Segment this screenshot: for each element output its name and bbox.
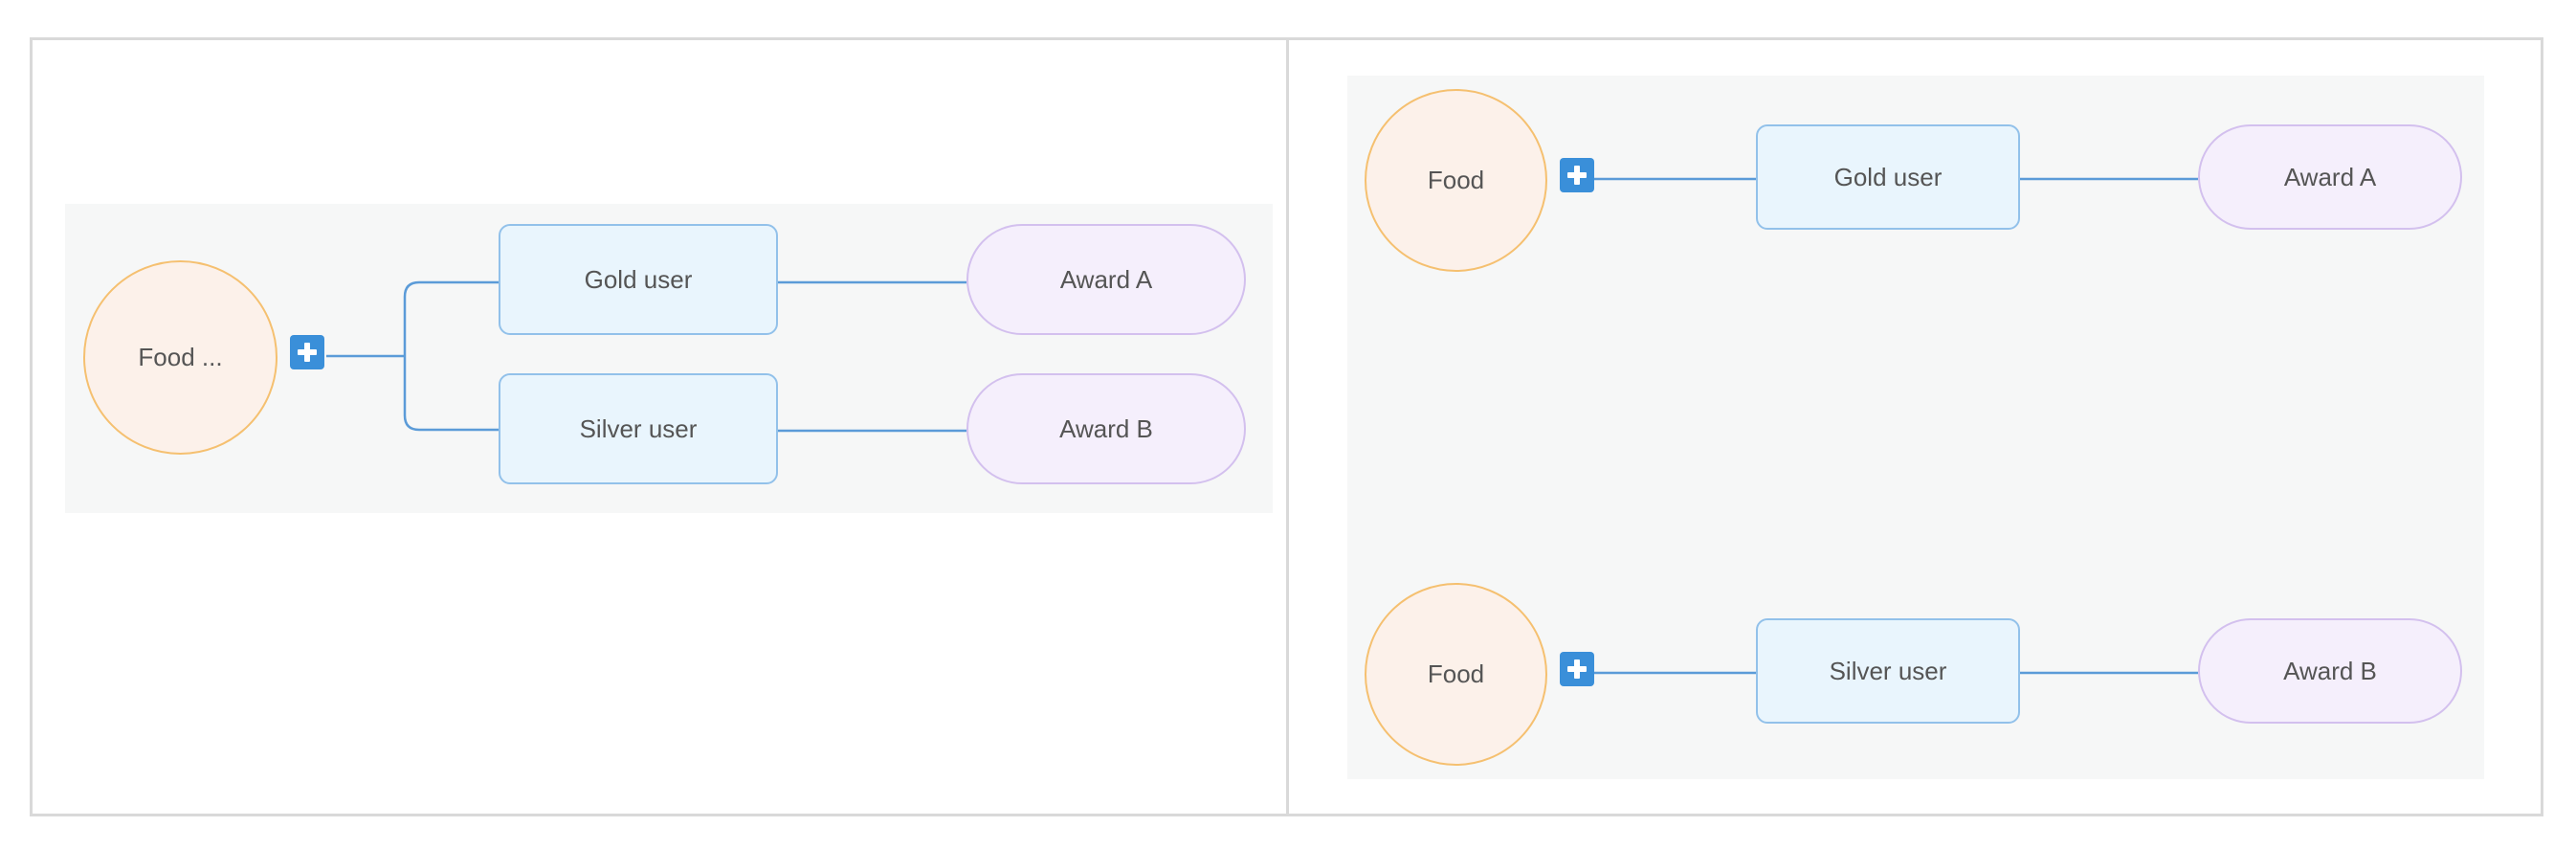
level-node-label: Gold user [1833,162,1943,191]
root-node-label: Food ... [138,343,223,371]
expand-button[interactable] [1560,652,1594,686]
award-node-a[interactable]: Award A [2198,124,2462,230]
level-node-label: Silver user [579,413,698,443]
level-node-label: Gold user [584,264,693,294]
root-node[interactable]: Food ... [83,260,278,455]
award-node-label: Award B [2283,656,2377,685]
root-node[interactable]: Food [1365,583,1547,766]
expand-button[interactable] [1560,158,1594,192]
level-node-silver[interactable]: Silver user [499,373,778,484]
award-node-a[interactable]: Award A [966,224,1246,335]
award-node-b[interactable]: Award B [966,373,1246,484]
level-node-gold[interactable]: Gold user [499,224,778,335]
expand-button[interactable] [290,335,324,369]
level-node-silver[interactable]: Silver user [1756,618,2020,724]
award-node-b[interactable]: Award B [2198,618,2462,724]
root-node[interactable]: Food [1365,89,1547,272]
award-node-label: Award A [1059,264,1153,294]
connector-fork-gold [403,280,499,356]
level-node-gold[interactable]: Gold user [1756,124,2020,230]
award-node-label: Award B [1059,413,1153,443]
level-node-label: Silver user [1829,656,1947,685]
root-node-label: Food [1427,166,1485,194]
award-node-label: Award A [2283,162,2377,191]
panel-divider [1286,37,1289,816]
connector-fork-silver [403,356,499,432]
root-node-label: Food [1427,659,1485,688]
